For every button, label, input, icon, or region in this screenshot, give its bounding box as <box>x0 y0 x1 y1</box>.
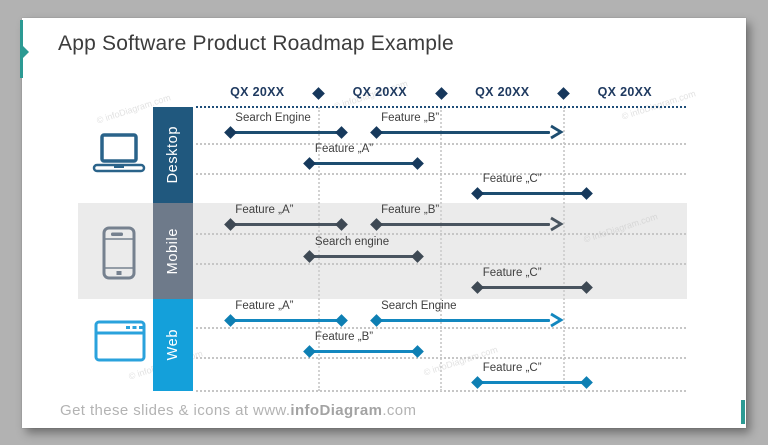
footer-text: Get these slides & icons at www. <box>60 402 291 419</box>
timeline-axis-line <box>196 106 686 108</box>
bar-end-diamond-icon <box>411 344 425 358</box>
bar-label: Feature „C” <box>482 362 542 374</box>
bar-start-diamond-icon <box>369 313 383 327</box>
bar-label: Search engine <box>314 236 390 248</box>
roadmap-bar: Search Engine <box>369 300 564 330</box>
bar-line <box>477 191 587 195</box>
bar-line <box>309 254 418 258</box>
page-title: App Software Product Roadmap Example <box>58 32 454 55</box>
bar-arrowhead-icon <box>548 124 564 145</box>
lane-gridline <box>196 233 686 235</box>
roadmap-bar: Feature „C” <box>471 173 594 203</box>
category-bar-web: Web <box>153 299 193 391</box>
bar-start-diamond-icon <box>223 313 237 327</box>
bar-label: Feature „B” <box>314 331 374 343</box>
laptop-icon <box>92 133 146 180</box>
bar-arrowhead-icon <box>548 216 564 237</box>
category-label: Desktop <box>165 126 181 184</box>
roadmap-bar: Feature „C” <box>471 267 594 297</box>
bar-end-diamond-icon <box>411 156 425 170</box>
bar-label: Feature „A” <box>235 204 294 216</box>
bar-start-diamond-icon <box>303 344 317 358</box>
bar-end-diamond-icon <box>335 125 349 139</box>
bar-label: Search Engine <box>381 300 457 312</box>
bar-start-diamond-icon <box>471 186 485 200</box>
bar-label: Feature „C” <box>482 173 542 185</box>
title-accent-arrow-icon <box>20 43 29 61</box>
bar-label: Feature „B” <box>381 112 440 124</box>
lane-gridline <box>196 327 686 329</box>
quarter-gridline <box>562 107 565 391</box>
roadmap-bar: Feature „B” <box>369 112 564 142</box>
timeline-quarter-label: QX 20XX <box>475 85 530 99</box>
roadmap-bar: Feature „C” <box>471 362 594 392</box>
bar-line <box>309 161 418 165</box>
bar-label: Search Engine <box>235 112 311 124</box>
footer-brand: infoDiagram <box>290 402 383 419</box>
bar-start-diamond-icon <box>369 125 383 139</box>
bar-end-diamond-icon <box>580 375 594 389</box>
bar-line <box>376 130 550 134</box>
quarter-gridline <box>317 107 320 391</box>
bar-line <box>376 318 550 322</box>
browser-icon <box>94 320 146 367</box>
corner-accent-bar <box>741 400 745 424</box>
footer-credit: Get these slides & icons at www.infoDiag… <box>60 402 416 419</box>
category-bar-mobile: Mobile <box>153 203 193 299</box>
lane-gridline <box>196 143 686 145</box>
category-label: Web <box>165 329 181 361</box>
timeline-quarter-label: QX 20XX <box>597 85 652 99</box>
bar-end-diamond-icon <box>335 313 349 327</box>
category-label: Mobile <box>165 227 181 275</box>
category-bar-desktop: Desktop <box>153 107 193 203</box>
bar-label: Feature „A” <box>314 143 374 155</box>
lane-gridline <box>196 263 686 265</box>
chart-bottom-gridline <box>196 390 686 392</box>
roadmap-bar: Feature „A” <box>223 204 349 234</box>
bar-line <box>376 222 550 226</box>
bar-end-diamond-icon <box>580 186 594 200</box>
bar-line <box>477 380 587 384</box>
bar-start-diamond-icon <box>303 156 317 170</box>
bar-arrowhead-icon <box>548 312 564 333</box>
roadmap-bar: Feature „A” <box>223 300 349 330</box>
bar-start-diamond-icon <box>223 125 237 139</box>
bar-line <box>230 222 342 226</box>
bar-line <box>477 285 587 289</box>
bar-label: Feature „A” <box>235 300 294 312</box>
timeline-quarter-label: QX 20XX <box>230 85 285 99</box>
smartphone-icon <box>102 226 136 285</box>
bar-label: Feature „C” <box>482 267 542 279</box>
roadmap-bar: Feature „B” <box>303 331 425 361</box>
roadmap-bar: Search engine <box>303 236 425 266</box>
bar-start-diamond-icon <box>471 375 485 389</box>
bar-line <box>309 349 418 353</box>
quarter-gridline <box>440 107 442 391</box>
timeline-quarter-label: QX 20XX <box>352 85 407 99</box>
roadmap-bar: Search Engine <box>223 112 349 142</box>
bar-line <box>230 130 342 134</box>
bar-line <box>230 318 342 322</box>
roadmap-bar: Feature „A” <box>303 143 425 173</box>
roadmap-bar: Feature „B” <box>369 204 564 234</box>
footer-suffix: .com <box>382 402 417 419</box>
bar-label: Feature „B” <box>381 204 440 216</box>
lane-gridline <box>196 173 686 175</box>
slide: App Software Product Roadmap Example QX … <box>20 18 746 428</box>
lane-gridline <box>196 357 686 359</box>
